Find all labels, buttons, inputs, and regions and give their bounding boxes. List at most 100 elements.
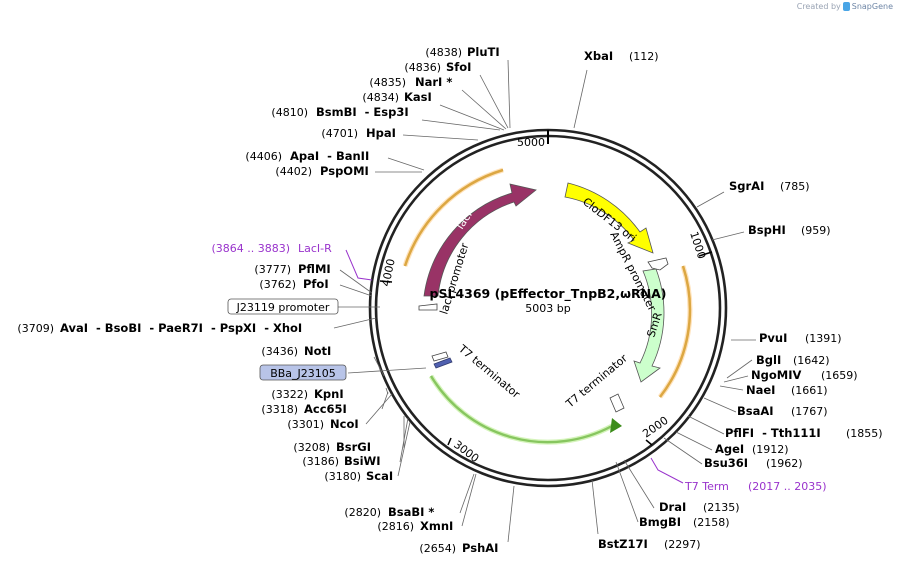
site-name: PvuI (759, 331, 787, 345)
tick-label-1000: 1000 (687, 230, 708, 261)
snapgene-logo-icon (842, 2, 850, 11)
primer-T7-Term-pos: (2017 .. 2035) (748, 480, 827, 493)
site-name: KpnI (314, 387, 344, 401)
primer-LacI-R-name: LacI-R (298, 242, 332, 255)
site-pos: (4834) (362, 91, 399, 104)
site-pos: (1962) (766, 457, 803, 470)
site-pos: (3777) (254, 263, 291, 276)
site-name: AvaI - BsoBI - PaeR7I - PspXI - XhoI (60, 321, 302, 335)
site-name: BstZ17I (598, 537, 648, 551)
site-name: NotI (304, 344, 331, 358)
site-name: XmnI (420, 519, 453, 533)
site-pos: (3436) (261, 345, 298, 358)
site-name: PluTI (467, 45, 500, 59)
site-name: NarI * (415, 75, 452, 89)
site-pos: (4402) (275, 165, 312, 178)
snapgene-credit: Created by SnapGene (797, 2, 893, 11)
plasmid-size: 5003 bp (525, 302, 570, 315)
site-pos: (4810) (271, 106, 308, 119)
site-pos: (1912) (752, 443, 789, 456)
primer-leader-T7-Term (650, 457, 684, 484)
site-pos: (1642) (793, 354, 830, 367)
feature-arc-top-left-glow (402, 167, 504, 267)
site-pos: (1767) (791, 405, 828, 418)
site-pos: (2135) (703, 501, 740, 514)
site-name: NgoMIV (751, 368, 801, 382)
site-pos: (112) (629, 50, 659, 63)
site-name: HpaI (366, 126, 396, 140)
site-name: KasI (404, 90, 432, 104)
site-name: PshAI (462, 541, 498, 555)
credit-text: Created by (796, 2, 841, 11)
terminator-glyph-left (431, 351, 449, 362)
site-name: AgeI (715, 442, 744, 456)
site-name: ApaI - BanII (290, 149, 369, 163)
tick-label-4000: 4000 (379, 258, 398, 288)
site-pos: (4836) (404, 61, 441, 74)
site-pos: (2654) (419, 542, 456, 555)
site-pos: (1659) (821, 369, 858, 382)
site-name: BsaBI * (388, 505, 434, 519)
tick-label-5000: 5000 (517, 136, 545, 149)
site-pos: (785) (780, 180, 810, 193)
site-pos: (2297) (664, 538, 701, 551)
site-pos: (1661) (791, 384, 828, 397)
site-pos: (3318) (261, 403, 298, 416)
primer-LacI-R-pos: (3864 .. 3883) (211, 242, 290, 255)
site-pos: (4838) (425, 46, 462, 59)
site-pos: (3762) (259, 278, 296, 291)
restriction-sites: (4838) PluTI (4836) SfoI (4835) NarI * (… (17, 45, 882, 555)
site-name: DraI (659, 500, 686, 514)
terminator-glyph-bottom-right (609, 393, 625, 413)
terminator-glyph-left-blue (433, 357, 453, 369)
box-J23119-promoter[interactable] (227, 298, 339, 315)
site-pos: (3322) (271, 388, 308, 401)
credit-brand: SnapGene (851, 2, 893, 11)
feature-arc-bottom-green-glow (428, 374, 614, 445)
feature-arc-right-glow (658, 265, 693, 399)
site-name: ScaI (366, 469, 393, 483)
site-pos: (3208) (293, 441, 330, 454)
site-name: BmgBI (639, 515, 681, 529)
feature-clodf13-ori[interactable] (564, 182, 654, 254)
site-pos: (2816) (377, 520, 414, 533)
site-name: BsrGI (336, 440, 371, 454)
leader-lines (333, 59, 756, 543)
site-name: PfoI (303, 277, 329, 291)
site-name: BsaAI (737, 404, 774, 418)
site-pos: (3186) (302, 455, 339, 468)
feature-SmR[interactable] (633, 268, 665, 383)
promoter-glyph-left (418, 303, 438, 311)
site-name: NcoI (330, 417, 359, 431)
tick-2000 (645, 439, 653, 446)
site-name: Acc65I (304, 402, 347, 416)
site-pos: (3709) (17, 322, 54, 335)
feature-lacI[interactable] (423, 183, 537, 297)
box-BBa-J23105[interactable] (259, 364, 347, 381)
site-pos: (1855) (846, 427, 883, 440)
site-name: SgrAI (729, 179, 764, 193)
site-name: BsiWI (344, 454, 381, 468)
primer-leader-LacI-R (345, 249, 373, 281)
tick-1000 (698, 251, 713, 257)
site-name: BspHI (748, 223, 786, 237)
box-BBa-J23105-label: BBa_J23105 (270, 367, 336, 380)
primer-T7-Term-name: T7 Term (684, 480, 729, 493)
box-J23119-promoter-label: J23119 promoter (236, 301, 330, 314)
plasmid-name: pSL4369 (pEffector_TnpB2,ωRNA) (430, 286, 667, 302)
site-pos: (959) (801, 224, 831, 237)
site-name: BsmBI - Esp3I (316, 105, 409, 119)
site-name: PflMI (298, 262, 331, 276)
green-arc-arrowhead (610, 418, 622, 433)
site-name: SfoI (446, 60, 471, 74)
site-pos: (2158) (693, 516, 730, 529)
inner-label-T7-terminator-left: T7 terminator (455, 342, 522, 402)
site-pos: (4701) (321, 127, 358, 140)
site-name: Bsu36I (704, 456, 748, 470)
site-name: PflFI - Tth111I (725, 426, 821, 440)
tick-label-2000: 2000 (640, 414, 670, 441)
tick-3000 (447, 437, 452, 446)
promoter-glyph-top-right (647, 257, 669, 271)
site-pos: (4835) (369, 76, 406, 89)
